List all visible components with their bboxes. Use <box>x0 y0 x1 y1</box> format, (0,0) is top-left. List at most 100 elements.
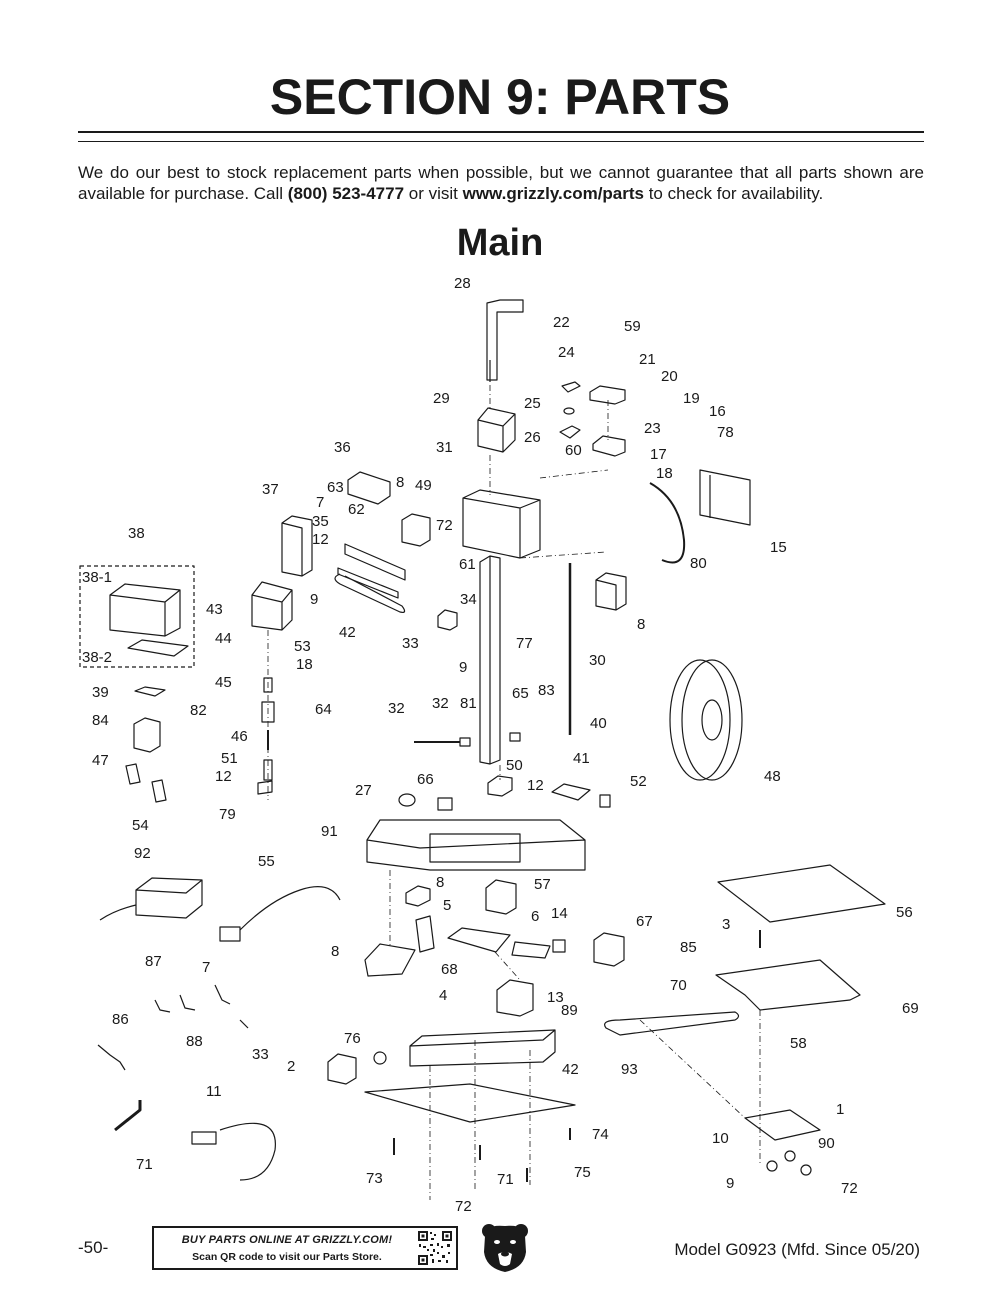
callout-3: 3 <box>722 916 730 933</box>
callout-47: 47 <box>92 752 109 769</box>
callout-17: 17 <box>650 446 667 463</box>
callout-49: 49 <box>415 477 432 494</box>
part-43-extruder <box>251 581 293 631</box>
callout-22: 22 <box>553 314 570 331</box>
callout-30: 30 <box>589 652 606 669</box>
callout-12: 12 <box>312 531 329 548</box>
model-info: Model G0923 (Mfd. Since 05/20) <box>674 1240 920 1259</box>
callout-83: 83 <box>538 682 555 699</box>
part-35-rail <box>344 543 406 581</box>
part-39-clip <box>134 686 166 697</box>
callout-72: 72 <box>455 1198 472 1215</box>
part-89-wrench <box>97 1044 126 1071</box>
callout-19: 19 <box>683 390 700 407</box>
part-1-baseplate <box>364 1083 576 1123</box>
intro-text: or visit <box>404 184 463 203</box>
callout-58: 58 <box>790 1035 807 1052</box>
part-91-power-supply <box>135 877 203 919</box>
page-title: SECTION 9: PARTS <box>269 69 731 125</box>
parts-store-promo[interactable]: BUY PARTS ONLINE AT GRIZZLY.COM! Scan QR… <box>152 1226 458 1270</box>
part-90-hex-key <box>114 1100 142 1132</box>
callout-9: 9 <box>459 659 467 676</box>
callout-28: 28 <box>454 275 471 292</box>
callout-8: 8 <box>331 943 339 960</box>
callout-35: 35 <box>312 513 329 530</box>
promo-headline: BUY PARTS ONLINE AT GRIZZLY.COM! <box>181 1234 393 1246</box>
part-38-1-fan <box>109 583 181 637</box>
callout-9: 9 <box>310 591 318 608</box>
callout-7: 7 <box>316 494 324 511</box>
callout-54: 54 <box>132 817 149 834</box>
callout-79: 79 <box>219 806 236 823</box>
grizzly-bear-logo <box>482 1224 528 1272</box>
part-38-group <box>79 565 195 668</box>
intro-text: to check for availability. <box>643 184 824 203</box>
callout-61: 61 <box>459 556 476 573</box>
callout-46: 46 <box>231 728 248 745</box>
callout-90: 90 <box>818 1135 835 1152</box>
callout-38-2: 38-2 <box>82 649 112 666</box>
callout-7: 7 <box>202 959 210 976</box>
callout-77: 77 <box>516 635 533 652</box>
callout-53: 53 <box>294 638 311 655</box>
callout-72: 72 <box>436 517 453 534</box>
callout-84: 84 <box>92 712 109 729</box>
callout-56: 56 <box>896 904 913 921</box>
title-rule-thick <box>78 131 924 133</box>
callout-93: 93 <box>621 1061 638 1078</box>
callout-87: 87 <box>145 953 162 970</box>
diagram-title: Main <box>456 222 544 264</box>
part-29-housing <box>477 407 516 453</box>
callout-44: 44 <box>215 630 232 647</box>
callout-74: 74 <box>592 1126 609 1143</box>
intro-text: We do our best to stock replacement part… <box>78 163 924 203</box>
callout-1: 1 <box>836 1101 844 1118</box>
qr-code-icon[interactable] <box>417 1230 453 1266</box>
part-21-block <box>589 385 626 405</box>
callout-24: 24 <box>558 344 575 361</box>
callout-42: 42 <box>339 624 356 641</box>
callout-89: 89 <box>561 1002 578 1019</box>
callout-51: 51 <box>221 750 238 767</box>
page-number: -50- <box>78 1238 109 1257</box>
callout-42: 42 <box>562 1061 579 1078</box>
callout-68: 68 <box>441 961 458 978</box>
phone-number: (800) 523-4777 <box>287 184 405 203</box>
callout-66: 66 <box>417 771 434 788</box>
callout-2: 2 <box>287 1058 295 1075</box>
callout-38: 38 <box>128 525 145 542</box>
callout-9: 9 <box>726 1175 734 1192</box>
website-link[interactable]: www.grizzly.com/parts <box>462 184 644 203</box>
callout-18: 18 <box>656 465 673 482</box>
part-13-bed <box>715 959 861 1011</box>
part-14-glass <box>717 864 886 923</box>
part-40-fan <box>133 717 161 753</box>
callout-23: 23 <box>644 420 661 437</box>
callout-78: 78 <box>717 424 734 441</box>
callout-64: 64 <box>315 701 332 718</box>
callout-4: 4 <box>439 987 447 1004</box>
title-rule-thin <box>78 141 924 142</box>
callout-48: 48 <box>764 768 781 785</box>
part-28-bracket <box>486 299 524 381</box>
part-93-usb-cable <box>219 1122 276 1181</box>
callout-92: 92 <box>134 845 151 862</box>
callout-25: 25 <box>524 395 541 412</box>
callout-55: 55 <box>258 853 275 870</box>
callout-91: 91 <box>321 823 338 840</box>
callout-63: 63 <box>327 479 344 496</box>
callout-33: 33 <box>402 635 419 652</box>
callout-8: 8 <box>637 616 645 633</box>
callout-10: 10 <box>712 1130 729 1147</box>
callout-80: 80 <box>690 555 707 572</box>
callout-8: 8 <box>436 874 444 891</box>
callout-31: 31 <box>436 439 453 456</box>
part-27-spool <box>681 659 743 781</box>
callout-62: 62 <box>348 501 365 518</box>
callout-13: 13 <box>547 989 564 1006</box>
intro-paragraph: We do our best to stock replacement part… <box>78 162 924 204</box>
callout-34: 34 <box>460 591 477 608</box>
callout-86: 86 <box>112 1011 129 1028</box>
